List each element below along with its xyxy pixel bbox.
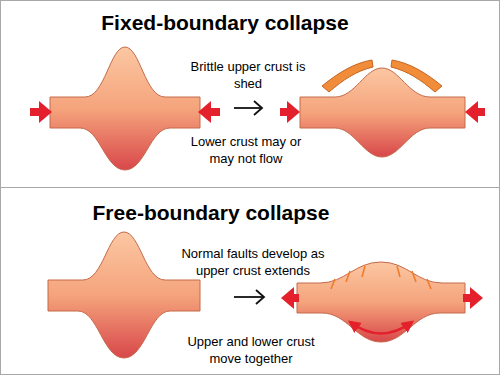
compression-arrows <box>280 101 485 123</box>
transition-arrow <box>234 101 262 115</box>
annotation: Normal faults develop as upper crust ext… <box>181 246 326 280</box>
compression-arrows <box>30 101 220 123</box>
panel: Fixed-boundary collapseBrittle upper cru… <box>0 0 500 188</box>
panel-title: Free-boundary collapse <box>93 200 330 225</box>
annotation: Upper and lower crust move together <box>187 334 315 368</box>
panel: Free-boundary collapseNormal faults deve… <box>0 187 500 375</box>
orogen <box>48 232 200 358</box>
transition-arrow <box>234 290 264 304</box>
extension-arrows <box>281 287 483 309</box>
orogen <box>50 47 200 170</box>
panel-title: Fixed-boundary collapse <box>101 10 348 35</box>
annotation: Lower crust may or may not flow <box>190 134 302 168</box>
normal-faults <box>331 266 431 289</box>
shed-crust <box>322 60 442 92</box>
annotation: Brittle upper crust is shed <box>189 59 307 93</box>
collapsed-orogen <box>300 68 465 157</box>
extending-orogen <box>297 262 465 342</box>
flow-arrow <box>350 322 412 334</box>
